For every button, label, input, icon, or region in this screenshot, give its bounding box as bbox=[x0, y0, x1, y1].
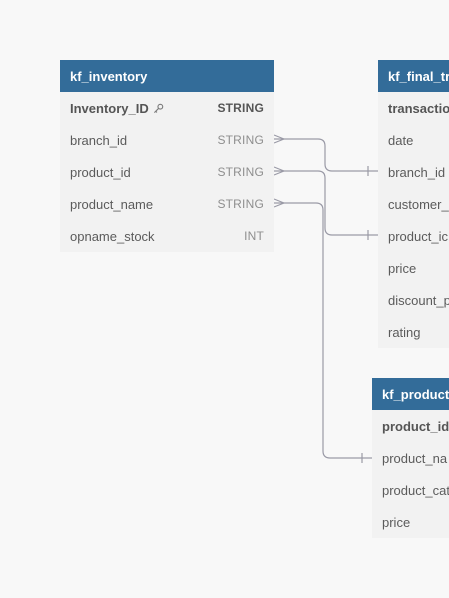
table-row[interactable]: branch_id STRING bbox=[60, 124, 274, 156]
column-name: product_ic bbox=[388, 228, 448, 244]
column-name-wrap: branch_id bbox=[388, 165, 445, 180]
table-row[interactable]: product_id STRING bbox=[60, 156, 274, 188]
table-row[interactable]: branch_id bbox=[378, 156, 449, 188]
column-name-wrap: product_na bbox=[382, 451, 447, 466]
table-title: kf_final_tr bbox=[388, 68, 449, 84]
column-name-wrap: date bbox=[388, 133, 413, 148]
table-header[interactable]: kf_product bbox=[372, 378, 449, 410]
column-name-wrap: transactio bbox=[388, 101, 449, 116]
table-row[interactable]: discount_p bbox=[378, 284, 449, 316]
column-name: product_na bbox=[382, 450, 448, 466]
table-row[interactable]: price bbox=[378, 252, 449, 284]
column-type: STRING bbox=[217, 165, 264, 179]
column-name: rating bbox=[388, 324, 421, 340]
column-name-wrap: rating bbox=[388, 325, 421, 340]
column-name: product_id bbox=[382, 418, 449, 434]
table-row[interactable]: product_name STRING bbox=[60, 188, 274, 220]
column-name: product_name bbox=[70, 196, 154, 212]
relation-product-name[interactable] bbox=[273, 198, 372, 463]
table-row[interactable]: opname_stock INT bbox=[60, 220, 274, 252]
table-kf-product[interactable]: kf_product product_id product_na product_c… bbox=[372, 378, 449, 538]
table-row[interactable]: price bbox=[372, 506, 449, 538]
table-header[interactable]: kf_inventory bbox=[60, 60, 274, 92]
table-row[interactable]: rating bbox=[378, 316, 449, 348]
column-name: price bbox=[388, 260, 417, 276]
column-name: Inventory_ID bbox=[70, 100, 149, 116]
column-name: date bbox=[388, 132, 414, 148]
column-name-wrap: customer_ bbox=[388, 197, 449, 212]
column-name-wrap: branch_id bbox=[70, 133, 127, 148]
column-name: product_cat bbox=[382, 482, 449, 498]
table-row[interactable]: product_id bbox=[372, 410, 449, 442]
column-type: STRING bbox=[217, 197, 264, 211]
column-type: INT bbox=[244, 229, 264, 243]
relation-product-id-final-transaction[interactable] bbox=[273, 166, 378, 240]
column-name-wrap: product_name bbox=[70, 197, 153, 212]
column-name-wrap: product_cat bbox=[382, 483, 449, 498]
column-name: opname_stock bbox=[70, 228, 155, 244]
column-name-wrap: product_ic bbox=[388, 229, 448, 244]
column-name-wrap: product_id bbox=[70, 165, 131, 180]
column-name: branch_id bbox=[70, 132, 128, 148]
column-name: transactio bbox=[388, 100, 449, 116]
column-name: customer_ bbox=[388, 196, 449, 212]
column-name: price bbox=[382, 514, 411, 530]
table-row[interactable]: product_na bbox=[372, 442, 449, 474]
column-name-wrap: opname_stock bbox=[70, 229, 155, 244]
column-name-wrap: price bbox=[382, 515, 410, 530]
column-name: discount_p bbox=[388, 292, 449, 308]
table-row[interactable]: date bbox=[378, 124, 449, 156]
column-name: product_id bbox=[70, 164, 131, 180]
relation-branch-id[interactable] bbox=[273, 134, 378, 176]
column-name-wrap: discount_p bbox=[388, 293, 449, 308]
table-row[interactable]: Inventory_ID STRING bbox=[60, 92, 274, 124]
table-header[interactable]: kf_final_tr bbox=[378, 60, 449, 92]
table-title: kf_product bbox=[382, 386, 449, 402]
table-row[interactable]: product_cat bbox=[372, 474, 449, 506]
column-name-wrap: Inventory_ID bbox=[70, 101, 164, 116]
column-type: STRING bbox=[217, 133, 264, 147]
table-row[interactable]: transactio bbox=[378, 92, 449, 124]
column-name: branch_id bbox=[388, 164, 446, 180]
table-row[interactable]: customer_ bbox=[378, 188, 449, 220]
column-type: STRING bbox=[217, 101, 264, 115]
column-name-wrap: price bbox=[388, 261, 416, 276]
column-name-wrap: product_id bbox=[382, 419, 449, 434]
table-title: kf_inventory bbox=[70, 68, 148, 84]
table-row[interactable]: product_ic bbox=[378, 220, 449, 252]
key-icon bbox=[153, 102, 164, 113]
